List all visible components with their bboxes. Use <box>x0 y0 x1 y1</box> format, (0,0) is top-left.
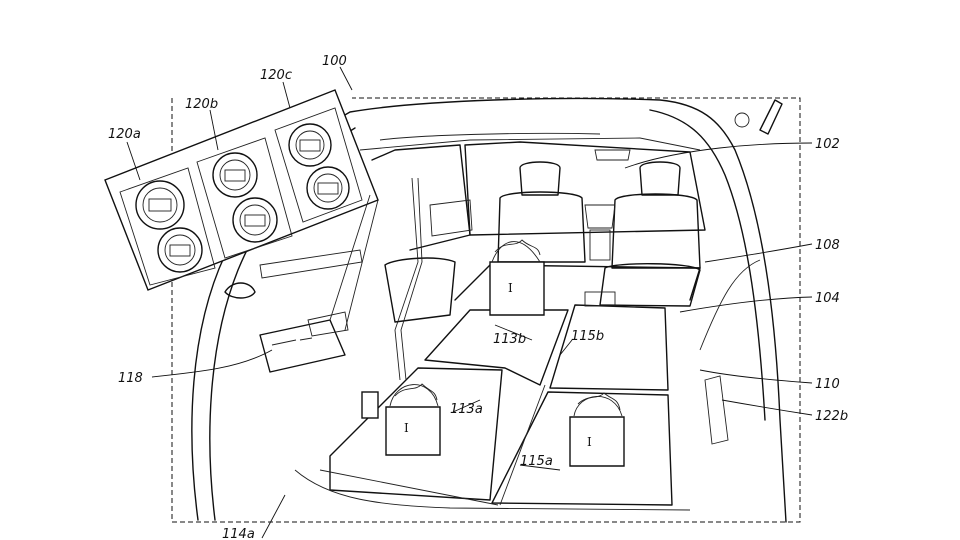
bag-mark: I <box>508 281 513 295</box>
ref-label-120c: 120c <box>260 68 292 83</box>
ref-label-104: 104 <box>815 291 840 306</box>
ref-label-108: 108 <box>815 238 840 253</box>
leader-lines <box>126 66 813 539</box>
strap <box>394 177 423 381</box>
side-trim-panels <box>224 249 761 445</box>
switch-button <box>212 152 258 198</box>
front-seats <box>497 161 701 269</box>
reference-numerals: 100 102 108 104 110 122b 118 120a 120b 1… <box>108 54 848 540</box>
ref-label-115b: 115b <box>571 329 604 344</box>
grocery-bag-left: I <box>385 383 441 456</box>
ref-label-114a: 114a <box>222 527 255 540</box>
ref-label-100: 100 <box>322 54 347 69</box>
switch-panel-inset <box>104 89 379 331</box>
bag-mark: I <box>404 421 409 435</box>
ref-label-120b: 120b <box>185 97 218 112</box>
switch-button <box>288 123 332 167</box>
ref-label-115a: 115a <box>520 454 553 469</box>
bag-mark: I <box>587 435 592 449</box>
switch-button <box>135 180 185 230</box>
switch-button <box>232 197 278 243</box>
vehicle-interior-outline <box>191 97 787 523</box>
ref-label-120a: 120a <box>108 127 141 142</box>
switch-button <box>157 227 203 273</box>
ref-label-113b: 113b <box>493 332 526 347</box>
small-item <box>361 391 379 419</box>
cabin-rear-window <box>371 141 706 251</box>
figure-boundary <box>171 97 801 523</box>
grocery-bag-right: I <box>569 392 625 467</box>
ref-label-113a: 113a <box>450 402 483 417</box>
cargo-surfaces <box>294 263 701 511</box>
ref-label-118: 118 <box>118 371 143 386</box>
ref-label-122b: 122b <box>815 409 848 424</box>
switch-button <box>306 166 350 210</box>
grocery-bag-rear: I <box>489 239 545 316</box>
ref-label-110: 110 <box>815 377 840 392</box>
ref-label-102: 102 <box>815 137 840 152</box>
